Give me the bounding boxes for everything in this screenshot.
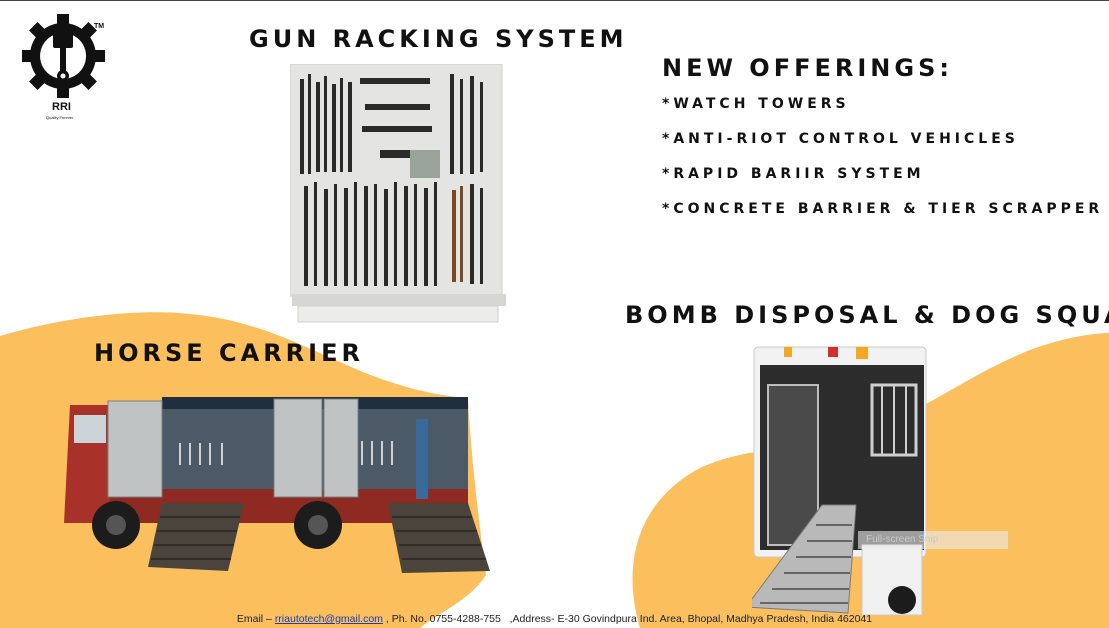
bomb-disposal-title: BOMB DISPOSAL & DOG SQUAD <box>625 301 1109 329</box>
email-label: Email – <box>236 613 272 625</box>
bomb-disposal-van-photo <box>752 346 927 616</box>
contact-footer: Email – rriautotech@gmail.com , Ph. No. … <box>0 613 1109 625</box>
address: ,Address- E-30 Govindpura Ind. Area, Bho… <box>509 613 873 625</box>
offering-item: *ANTI-RIOT CONTROL VEHICLES <box>662 131 1019 147</box>
phone-number: , Ph. No. 0755-4288-755 <box>385 613 501 625</box>
horse-carrier-photo <box>64 397 490 573</box>
logo-name: RRI <box>52 101 71 113</box>
gun-rack-photo <box>290 64 506 323</box>
logo-trademark: TM <box>94 23 105 30</box>
top-border <box>0 0 1109 1</box>
horse-carrier-title: HORSE CARRIER <box>94 339 364 367</box>
offering-item: *WATCH TOWERS <box>662 96 850 112</box>
new-offerings-title: NEW OFFERINGS: <box>662 54 953 82</box>
logo-tagline: Quality Forever <box>46 115 74 120</box>
offering-item: *CONCRETE BARRIER & TIER SCRAPPER <box>662 201 1104 217</box>
offering-item: *RAPID BARIIR SYSTEM <box>662 166 925 182</box>
gear-piston-logo-icon <box>22 14 105 98</box>
full-screen-snip-overlay[interactable]: Full-screen Snip <box>858 531 1008 549</box>
gun-racking-title: GUN RACKING SYSTEM <box>249 25 628 53</box>
email-link[interactable]: rriautotech@gmail.com <box>274 613 383 625</box>
